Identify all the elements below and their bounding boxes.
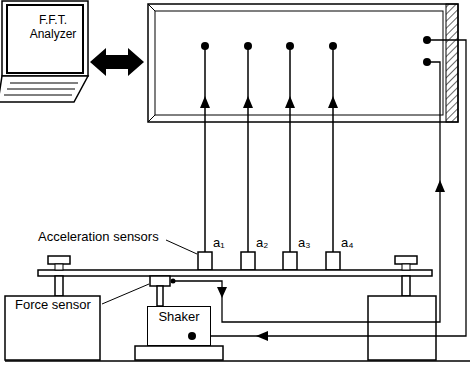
support-block [5, 296, 100, 360]
sensor-name: a₄ [339, 236, 356, 251]
keyboard-line [4, 95, 72, 96]
support-post [55, 276, 63, 296]
keyboard-line [7, 89, 75, 90]
acceleration-sensor [241, 252, 255, 270]
callout-label: Acceleration sensors [36, 230, 161, 245]
analyzer-screen: F.F.T. Analyzer [6, 4, 84, 74]
keyboard-line [10, 83, 78, 84]
laptop-lid [2, 1, 88, 76]
acceleration-sensor [326, 252, 340, 270]
sensor-wire [247, 46, 249, 252]
support-post [402, 276, 410, 296]
acceleration-sensor [283, 252, 297, 270]
drive-signal-wire [192, 40, 466, 336]
arrowhead [435, 180, 445, 192]
shaker-input-dot [188, 332, 196, 340]
shaker-rod [157, 286, 163, 306]
sensor-wire [332, 46, 334, 252]
acceleration-sensor [198, 252, 212, 270]
force-sensor [150, 276, 170, 286]
arrowhead [200, 96, 210, 108]
base-line [5, 360, 470, 362]
clamp-post [402, 264, 410, 270]
callout-label: Force sensor [13, 298, 93, 313]
bevel-corner [148, 4, 155, 11]
acquisition-unit [148, 4, 458, 122]
arrowhead [256, 331, 268, 341]
sensor-name: a₂ [254, 236, 270, 251]
bevel-corner [148, 115, 155, 122]
laptop-base [0, 76, 88, 102]
clamp [395, 256, 417, 264]
clamp [48, 256, 70, 264]
sensor-wires [205, 46, 333, 252]
unit-bevel [155, 11, 443, 115]
sensor-wire [289, 46, 291, 252]
node-text: F.F.T. Analyzer [26, 14, 80, 42]
arrowhead [285, 96, 295, 108]
clamp-post [55, 264, 63, 270]
sensor-name: a₃ [296, 236, 313, 251]
data-link-arrow [90, 48, 144, 76]
beam [38, 270, 432, 276]
arrowhead [217, 287, 227, 298]
shaker-box: Shaker [147, 306, 211, 346]
leader-line [166, 240, 197, 254]
shaker-base [135, 346, 223, 360]
leader-line [102, 284, 149, 304]
force-signal-wire [173, 62, 440, 322]
unit-side-hatch [446, 4, 458, 122]
sensor-name: a₁ [211, 236, 227, 251]
node-text: Shaker [150, 310, 208, 325]
sensor-wire [204, 46, 206, 252]
arrowhead [328, 96, 338, 108]
arrowhead [243, 96, 253, 108]
support-block [368, 296, 436, 360]
